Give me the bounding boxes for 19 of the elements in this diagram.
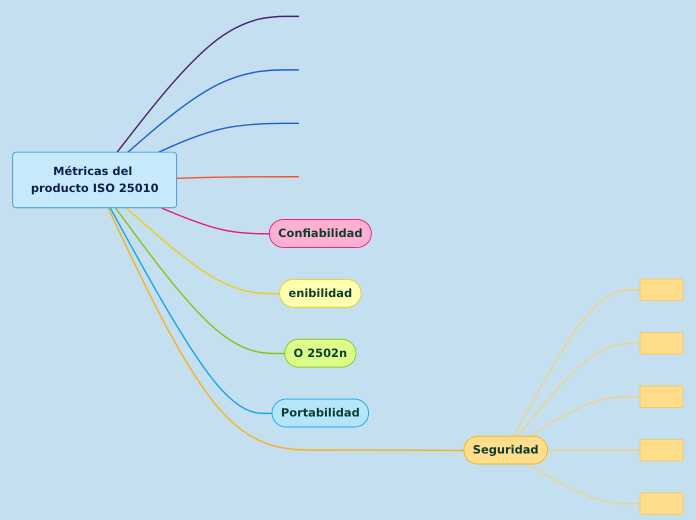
connector <box>126 208 280 294</box>
connector <box>548 449 640 452</box>
node-box <box>640 439 684 462</box>
connector <box>115 208 286 354</box>
connector <box>116 16 300 153</box>
node-box <box>640 332 684 354</box>
connector <box>517 342 640 438</box>
connector <box>110 208 273 414</box>
connector <box>158 122 300 154</box>
node-box <box>640 278 684 301</box>
connector <box>177 176 300 179</box>
node-box <box>640 492 684 515</box>
connector <box>528 396 640 438</box>
connector <box>108 208 465 452</box>
connector <box>162 207 270 234</box>
connector <box>127 69 300 154</box>
node-box <box>640 386 684 408</box>
connector <box>528 464 640 504</box>
connector <box>513 289 640 437</box>
